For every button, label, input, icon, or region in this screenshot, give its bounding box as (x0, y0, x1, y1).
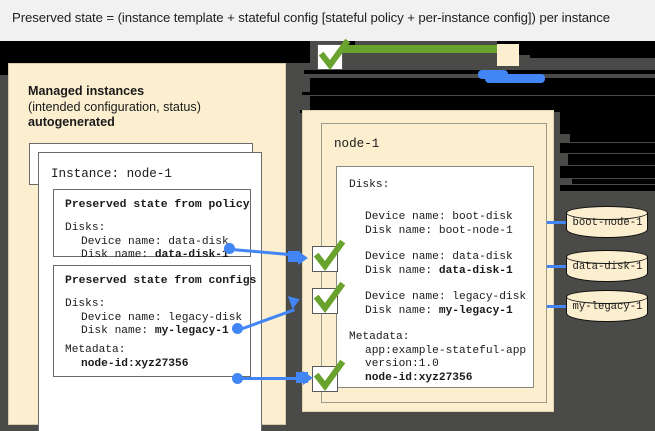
connector-dot (224, 243, 235, 254)
disk-cylinder-icon: my-legacy-1 (566, 290, 650, 325)
connector-dot (232, 323, 243, 334)
instance-title: Instance: node-1 (51, 167, 172, 181)
panel-heading: Managed instances (intended configuratio… (28, 84, 268, 131)
disk-label: my-legacy-1 (572, 301, 643, 313)
connector-dot (232, 373, 243, 384)
heading-line-3: autogenerated (28, 115, 115, 129)
configs-disk-name: Disk name: my-legacy-1 (81, 325, 229, 338)
redaction-bar (560, 166, 655, 178)
check-box-metadata (312, 366, 338, 392)
disk-label: boot-node-1 (572, 217, 643, 229)
redaction-bar (310, 96, 655, 112)
disk-connector-line (547, 221, 573, 224)
connector-line (240, 377, 298, 380)
redaction-bar (560, 112, 655, 134)
policy-device-name: Device name: data-disk (81, 235, 229, 248)
configs-box-title: Preserved state from configs (65, 275, 257, 287)
disks-box: Disks: Device name: boot-disk Disk name:… (336, 166, 534, 388)
disk-entry-device-name: Device name: legacy-disk (365, 291, 527, 303)
caption-text: Preserved state = (instance template + s… (12, 10, 610, 25)
node-card: node-1 Disks: Device name: boot-disk Dis… (321, 123, 547, 403)
disk-entry-disk-name-value: data-disk-1 (438, 264, 513, 277)
redaction-bar (302, 92, 655, 95)
configs-device-name: Device name: legacy-disk (81, 311, 243, 324)
check-box-legacy-disk (312, 288, 338, 314)
redacted-blue-mark (478, 70, 508, 79)
redaction-bar (560, 185, 655, 191)
arrow-right-icon (298, 251, 308, 265)
disk-connector-line (547, 265, 573, 268)
heading-line-2: (intended configuration, status) (28, 99, 201, 114)
disk-connector-line (547, 305, 573, 308)
preserved-state-policy-box: Preserved state from policy Disks: Devic… (53, 189, 251, 261)
policy-box-title: Preserved state from policy (65, 199, 250, 211)
redaction-bar (568, 154, 655, 165)
disk-entry-disk-name: Disk name: my-legacy-1 (365, 304, 513, 317)
disk-entry-disk-name-value: my-legacy-1 (438, 304, 513, 317)
redaction-bar (570, 134, 655, 142)
redacted-blue-mark (485, 74, 545, 83)
disks-label: Disks: (349, 179, 390, 191)
metadata-label: Metadata: (349, 331, 410, 343)
cream-chip (497, 44, 519, 66)
metadata-entry: version:1.0 (365, 358, 439, 371)
heading-line-1: Managed instances (28, 84, 145, 98)
redaction-bar (530, 52, 655, 58)
disk-entry-device-name: Device name: boot-disk (365, 211, 513, 223)
configs-metadata-value: node-id:xyz27356 (81, 357, 189, 370)
preserved-state-configs-box: Preserved state from configs Disks: Devi… (53, 265, 256, 377)
configs-disks-label: Disks: (65, 298, 106, 310)
configs-metadata-label: Metadata: (65, 344, 126, 356)
disk-cylinder-icon: boot-node-1 (566, 206, 650, 241)
redaction-bar (0, 63, 8, 75)
disk-cylinder-icon: data-disk-1 (566, 250, 650, 285)
metadata-entry: app:example-stateful-app (365, 344, 527, 357)
policy-disks-label: Disks: (65, 222, 106, 234)
redaction-bar (516, 41, 655, 55)
redaction-bar (348, 41, 355, 46)
policy-disk-name: Disk name: data-disk-1 (81, 249, 229, 262)
disk-entry-disk-name: Disk name: data-disk-1 (365, 264, 513, 277)
redaction-bar (560, 143, 655, 153)
instance-card: Instance: node-1 Preserved state from po… (38, 152, 262, 431)
disk-entry-disk-name-value: boot-node-1 (438, 224, 513, 237)
disk-entry-device-name: Device name: data-disk (365, 251, 513, 263)
managed-instances-panel: Managed instances (intended configuratio… (8, 63, 286, 431)
disk-entry-disk-name: Disk name: boot-node-1 (365, 224, 513, 237)
check-box-data-disk (312, 246, 338, 272)
redaction-bar (0, 41, 310, 63)
arrow-right-icon (303, 371, 313, 385)
policy-disk-name-value: data-disk-1 (154, 249, 229, 262)
check-box-top (317, 44, 343, 70)
metadata-entry: node-id:xyz27356 (365, 371, 473, 384)
green-highlight-bar (332, 45, 502, 53)
connector-node (288, 251, 300, 262)
disk-label: data-disk-1 (572, 261, 643, 273)
node-title: node-1 (334, 137, 380, 151)
caption-bar: Preserved state = (instance template + s… (0, 0, 655, 41)
redaction-bar (310, 78, 655, 94)
connector-node (296, 372, 308, 383)
redaction-bar (572, 179, 655, 184)
actual-instance-panel: node-1 Disks: Device name: boot-disk Dis… (302, 110, 554, 412)
configs-disk-name-value: my-legacy-1 (154, 325, 229, 338)
